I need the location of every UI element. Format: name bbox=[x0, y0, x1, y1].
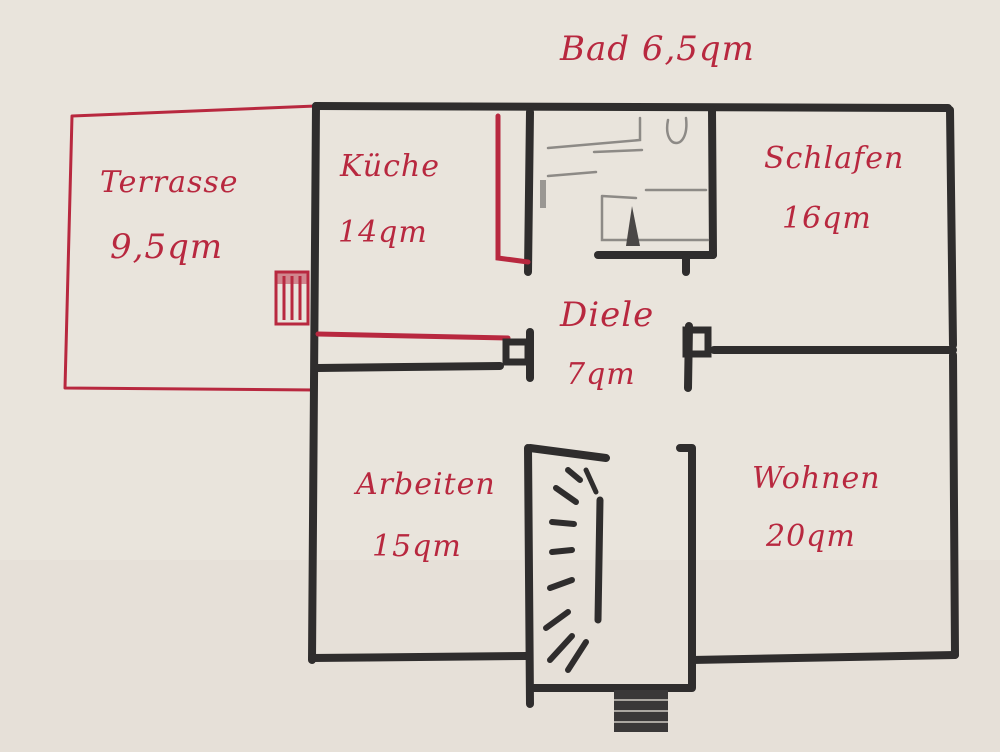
kueche-red-wall-bottom bbox=[315, 331, 511, 341]
room-area-kueche: 14qm bbox=[338, 215, 428, 250]
toilet-bowl bbox=[626, 206, 640, 246]
room-area-schlafen: 16qm bbox=[782, 201, 872, 236]
room-label-terrasse: Terrasse bbox=[100, 165, 239, 200]
room-label-kueche: Küche bbox=[339, 149, 440, 184]
bathtub-sketch bbox=[546, 116, 644, 178]
outer-wall-right-upper bbox=[946, 106, 957, 349]
room-area-terrasse: 9,5qm bbox=[110, 227, 223, 267]
kueche-red-partition bbox=[495, 113, 531, 265]
outer-wall-bottom-left bbox=[308, 652, 530, 662]
room-label-bad: Bad 6,5qm bbox=[559, 29, 755, 69]
outer-wall-bottom-right bbox=[688, 651, 959, 664]
outer-wall-top bbox=[312, 102, 952, 112]
room-area-arbeiten: 15qm bbox=[372, 529, 462, 564]
stair-steps bbox=[543, 467, 589, 673]
stair-step bbox=[543, 609, 571, 631]
arbeiten-wall-top bbox=[314, 362, 504, 372]
stair-step bbox=[565, 467, 583, 483]
door-stub-right-post bbox=[684, 322, 693, 392]
entrance-step-lines bbox=[614, 699, 668, 723]
bad-wall-left bbox=[524, 108, 534, 276]
stair-arrow bbox=[583, 467, 599, 495]
bathroom-fixtures bbox=[540, 116, 710, 246]
stair-step bbox=[547, 633, 575, 663]
terrasse-outline bbox=[63, 104, 318, 392]
stair-step bbox=[565, 639, 589, 673]
room-area-diele: 7qm bbox=[566, 357, 636, 392]
room-area-wohnen: 20qm bbox=[765, 519, 856, 554]
stairwell-outline bbox=[524, 444, 696, 708]
shower-sketch bbox=[665, 116, 688, 145]
stair-step bbox=[553, 485, 579, 505]
room-label-wohnen: Wohnen bbox=[752, 461, 881, 496]
stair-step bbox=[547, 577, 575, 591]
stair-step bbox=[549, 547, 575, 555]
radiator-top bbox=[276, 272, 308, 284]
stair-rail bbox=[594, 496, 604, 624]
room-label-schlafen: Schlafen bbox=[764, 141, 904, 176]
room-label-diele: Diele bbox=[559, 295, 654, 335]
outer-wall-left bbox=[308, 102, 320, 664]
bad-wall-right bbox=[708, 106, 717, 259]
sink-sketch bbox=[540, 180, 546, 208]
stair-step bbox=[549, 519, 577, 527]
outer-wall-right-lower bbox=[949, 351, 959, 659]
room-label-arbeiten: Arbeiten bbox=[353, 467, 496, 502]
toilet-sketch bbox=[600, 188, 710, 242]
radiator bbox=[274, 270, 310, 326]
